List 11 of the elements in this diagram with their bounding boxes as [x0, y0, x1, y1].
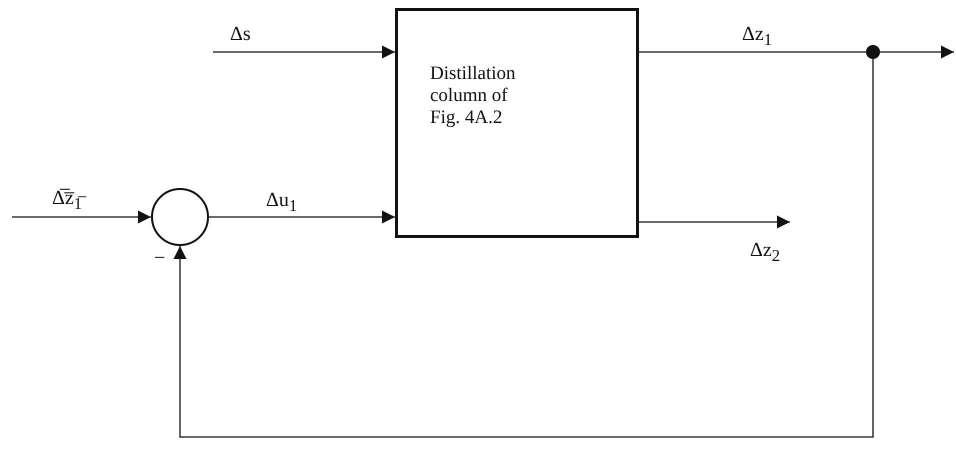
arrow: [12, 210, 151, 224]
branch-point-dot: [866, 45, 880, 59]
arrow: [639, 216, 790, 228]
block-label: Distillation column of Fig. 4A.2: [430, 63, 516, 129]
arrow: [213, 46, 395, 58]
process-block: [395, 8, 639, 238]
signal-line: [639, 51, 866, 53]
summing-junction: [151, 188, 209, 246]
arrow: [174, 59, 874, 438]
arrow: [209, 210, 395, 224]
arrow: [880, 46, 954, 58]
